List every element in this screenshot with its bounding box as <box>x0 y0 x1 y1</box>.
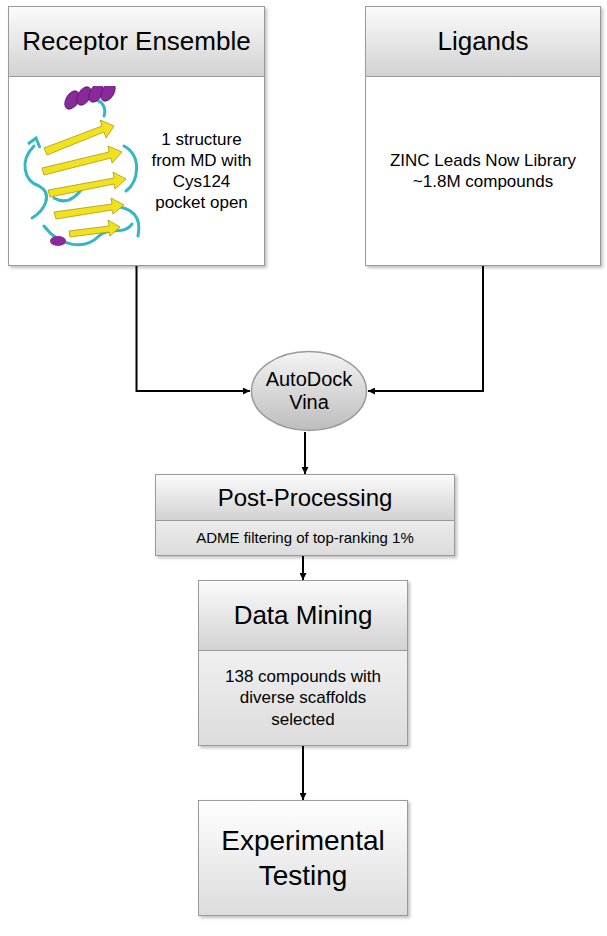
box-heading: Ligands <box>366 7 600 77</box>
short-helix <box>50 236 66 246</box>
process-box: Data Mining138 compounds with diverse sc… <box>198 580 408 746</box>
protein-illustration <box>14 86 148 258</box>
flow-arrow <box>302 556 304 580</box>
flow-arrow <box>137 266 251 391</box>
beta-strand <box>54 198 124 219</box>
box-body-text: 138 compounds with diverse scaffolds sel… <box>199 651 407 745</box>
box-heading: Receptor Ensemble <box>9 7 264 77</box>
loop <box>25 146 47 218</box>
box-body-text: 1 structure from MD with Cys124 pocket o… <box>9 77 264 265</box>
flow-arrow <box>302 746 304 800</box>
flow-arrow <box>368 266 483 391</box>
process-ellipse: AutoDock Vina <box>250 350 368 432</box>
loop <box>124 146 137 191</box>
beta-strand <box>69 220 120 237</box>
loop <box>28 138 40 148</box>
process-box: Receptor Ensemble1 structure from MD wit… <box>8 6 265 266</box>
node-label: AutoDock Vina <box>250 350 368 432</box>
box-body-text: ZINC Leads Now Library ~1.8M compounds <box>366 77 600 265</box>
box-heading: Experimental Testing <box>199 801 407 915</box>
process-box: Post-ProcessingADME filtering of top-ran… <box>155 474 455 556</box>
alpha-helix <box>62 86 118 112</box>
process-box: Experimental Testing <box>198 800 408 916</box>
box-body-text: ADME filtering of top-ranking 1% <box>156 521 454 555</box>
beta-sheets <box>42 120 126 237</box>
beta-strand <box>48 172 126 197</box>
beta-strand <box>44 120 114 155</box>
protein-loops <box>25 99 139 245</box>
flow-arrow <box>304 432 306 474</box>
box-heading: Post-Processing <box>156 475 454 521</box>
process-box: LigandsZINC Leads Now Library ~1.8M comp… <box>365 6 601 266</box>
box-heading: Data Mining <box>199 581 407 651</box>
helix-turn <box>98 86 118 104</box>
beta-strand <box>42 146 122 175</box>
